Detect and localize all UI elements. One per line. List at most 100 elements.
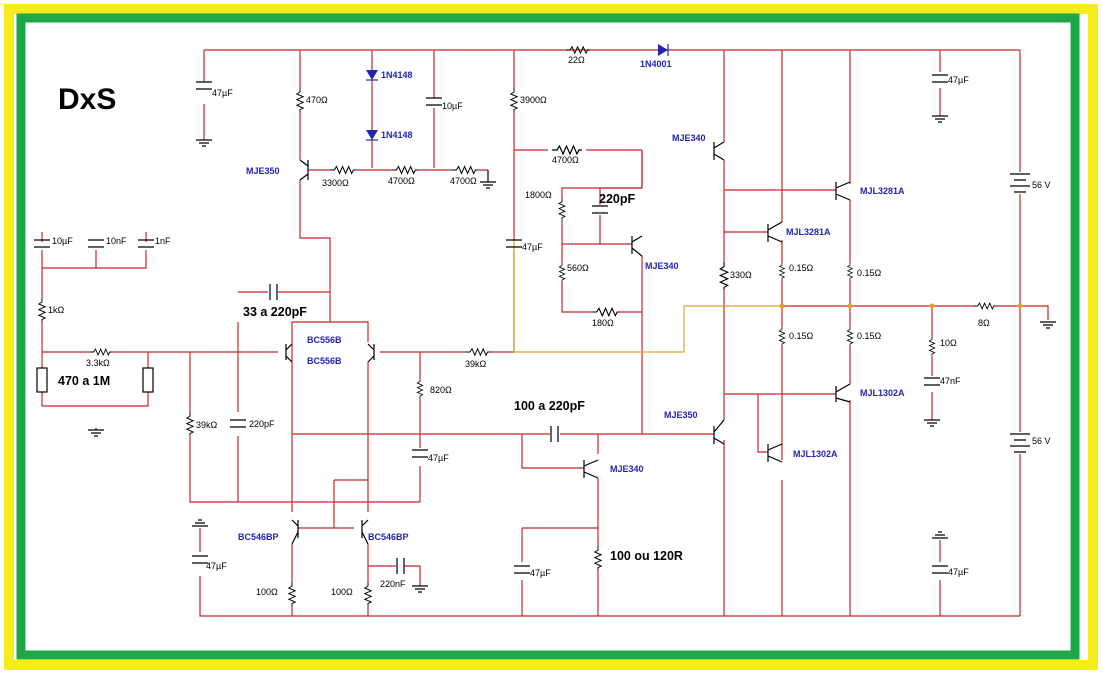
ground-r10 [924, 419, 940, 427]
feedback-wire [514, 305, 782, 353]
q-mjl3281-a [835, 181, 851, 201]
cap-10n-in [88, 239, 104, 248]
label-r39k-in: 39kΩ [196, 420, 218, 430]
q-mjl1302-b [767, 443, 783, 463]
ground-tr [932, 115, 948, 123]
cap-47u-bm [514, 565, 530, 574]
pot-right [142, 367, 154, 393]
cap-220p-big [592, 205, 608, 214]
outer-yellow-border [4, 4, 1098, 670]
diode-1n4148-b [366, 130, 378, 140]
label-r330: 330Ω [730, 270, 752, 280]
label-r8: 8Ω [978, 318, 990, 328]
q-mje340-mid [631, 235, 643, 257]
label-q-mjl1302-a: MJL1302A [860, 388, 905, 398]
diode-1n4001 [658, 44, 668, 56]
ground-input [88, 428, 104, 437]
label-d1: 1N4148 [381, 70, 413, 80]
q-bc546-b [361, 519, 369, 545]
label-r33k: 3.3kΩ [86, 358, 110, 368]
label-q-mjl1302-b: MJL1302A [793, 449, 838, 459]
cap-33-220 [269, 284, 278, 300]
label-c220n: 220nF [380, 579, 406, 589]
inner-green-border [16, 13, 1080, 660]
components [34, 74, 1056, 593]
cap-1n-in [138, 239, 154, 248]
label-r3300: 3300Ω [322, 178, 349, 188]
q-bc546-a [291, 519, 299, 545]
ground-r4700 [480, 170, 496, 189]
q-mjl1302-a [835, 383, 851, 403]
label-r015-d: 0.15Ω [857, 331, 882, 341]
label-c47u-fb: 47µF [428, 453, 449, 463]
label-q-mje340-bot: MJE340 [610, 464, 644, 474]
label-q-bc546-b: BC546BP [368, 532, 409, 542]
cap-220n [396, 558, 405, 574]
label-v56-top: 56 V [1032, 180, 1051, 190]
label-v56-bot: 56 V [1032, 436, 1051, 446]
pot-left [36, 367, 48, 393]
label-q-mje350-top: MJE350 [246, 166, 280, 176]
label-c47u-bm: 47µF [530, 568, 551, 578]
ground-220n [412, 585, 428, 593]
label-r100-a: 100Ω [256, 587, 278, 597]
cap-47u-br [932, 565, 948, 574]
label-r4700c: 4700Ω [552, 155, 579, 165]
label-q-mje350-bot: MJE350 [664, 410, 698, 420]
label-c10n-in: 10nF [106, 236, 127, 246]
q-mjl3281-b [767, 221, 783, 243]
label-r1800: 1800Ω [525, 190, 552, 200]
ground-output [1040, 321, 1056, 329]
label-r560: 560Ω [567, 263, 589, 273]
label-r22: 22Ω [568, 55, 585, 65]
label-c47u-br: 47µF [948, 567, 969, 577]
label-cap-tr: 47µF [948, 75, 969, 85]
label-c47u-bl: 47µF [206, 561, 227, 571]
cap-47u-tr [932, 74, 948, 83]
label-r4700a: 4700Ω [388, 176, 415, 186]
q-mje350-top [299, 159, 309, 181]
label-q-bc556-b: BC556B [307, 356, 342, 366]
battery-56v-top [1010, 173, 1030, 193]
label-top-cap: 47µF [212, 88, 233, 98]
label-c10u-in: 10µF [52, 236, 73, 246]
ground-br [932, 531, 948, 539]
label-q-mje340-top: MJE340 [672, 133, 706, 143]
label-c1n-in: 1nF [155, 236, 171, 246]
label-q-mjl3281-b: MJL3281A [786, 227, 831, 237]
label-c220p-small: 220pF [249, 419, 275, 429]
cap-47u-mid [506, 239, 522, 248]
label-r470: 470Ω [306, 95, 328, 105]
label-r100-b: 100Ω [331, 587, 353, 597]
cap-10u-in [34, 239, 50, 248]
cap-220p-small [230, 419, 246, 428]
label-r4700b: 4700Ω [450, 176, 477, 186]
cap-47u-top [196, 81, 212, 90]
wiring [41, 49, 1049, 617]
label-r015-a: 0.15Ω [789, 263, 814, 273]
label-r10: 10Ω [940, 338, 957, 348]
cap-10u-top [426, 97, 442, 106]
label-pot: 470 a 1M [58, 374, 110, 388]
diode-1n4148-a [366, 70, 378, 80]
label-d2: 1N4148 [381, 130, 413, 140]
battery-56v-bot [1010, 433, 1030, 453]
label-cap-33-220: 33 a 220pF [243, 305, 307, 319]
cap-47u-fb [412, 449, 428, 458]
label-r015-c: 0.15Ω [789, 331, 814, 341]
q-mje340-top [713, 141, 725, 161]
label-c47u-mid: 47µF [522, 242, 543, 252]
label-r100-120: 100 ou 120R [610, 549, 683, 563]
label-r39k-fb: 39kΩ [465, 359, 487, 369]
diodes [366, 44, 669, 141]
ground-top-left [196, 139, 212, 147]
label-r820: 820Ω [430, 385, 452, 395]
q-bc556-b [367, 343, 375, 363]
q-mje340-bot [583, 459, 599, 479]
labels: 47µF 470Ω 1N4148 1N4148 10µF 3900Ω 22Ω 1… [48, 55, 1051, 597]
cap-47n [924, 377, 940, 386]
label-c10u-top: 10µF [442, 101, 463, 111]
label-q-mjl3281-a: MJL3281A [860, 186, 905, 196]
label-cap-100-220: 100 a 220pF [514, 399, 585, 413]
